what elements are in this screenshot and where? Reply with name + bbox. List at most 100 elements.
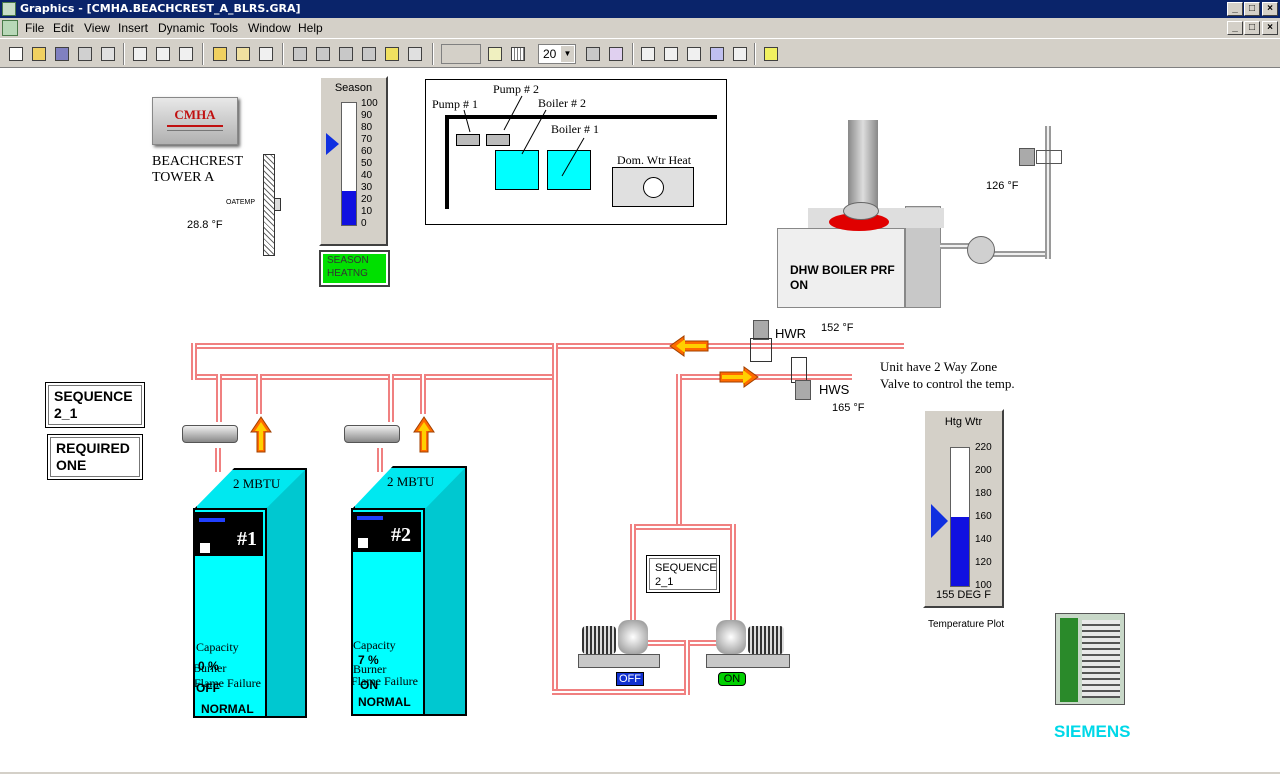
edit-graphic-icon[interactable]: [606, 44, 626, 64]
check-icon[interactable]: [661, 44, 681, 64]
legend-pump1: Pump # 1: [432, 97, 479, 111]
season-tick-label: 80: [361, 122, 373, 133]
controller-board-icon[interactable]: [1055, 613, 1125, 705]
copy-icon[interactable]: [153, 44, 173, 64]
boiler-2-flame[interactable]: NORMAL: [358, 695, 411, 709]
print-icon[interactable]: [98, 44, 118, 64]
paste-icon[interactable]: [176, 44, 196, 64]
pointer-icon[interactable]: [485, 44, 505, 64]
hwr-sensor-well: [750, 338, 772, 362]
menu-insert[interactable]: Insert: [118, 21, 149, 35]
boiler1-valve-icon[interactable]: [182, 425, 238, 443]
menu-help[interactable]: Help: [298, 21, 323, 35]
toolbar-separator: [632, 43, 634, 65]
document-icon[interactable]: [2, 20, 18, 36]
close-button[interactable]: ×: [1262, 2, 1278, 16]
menu-window[interactable]: Window: [248, 21, 291, 35]
dhw-boiler-body[interactable]: DHW BOILER PRF ON: [777, 228, 905, 308]
maximize-button[interactable]: □: [1244, 2, 1260, 16]
menu-view[interactable]: View: [84, 21, 110, 35]
oatemp-value[interactable]: 28.8 °F: [187, 219, 223, 231]
boiler-1-flame[interactable]: NORMAL: [201, 702, 254, 716]
doc-close-button[interactable]: ×: [1262, 21, 1278, 35]
open-graphic-icon[interactable]: [210, 44, 230, 64]
hwr-flow-arrow-icon: [669, 335, 709, 357]
layer4-icon[interactable]: [359, 44, 379, 64]
boiler2-flow-arrow-icon: [413, 416, 435, 453]
sequence-line2: 2_1: [54, 405, 78, 421]
htg-bar-track: [950, 447, 970, 587]
navigate-icon[interactable]: [256, 44, 276, 64]
hws-down-pipe: [676, 374, 682, 527]
home-icon[interactable]: [233, 44, 253, 64]
object-icon[interactable]: [684, 44, 704, 64]
menu-tools[interactable]: Tools: [210, 21, 239, 35]
layer3-icon[interactable]: [336, 44, 356, 64]
chevron-down-icon[interactable]: ▼: [561, 46, 574, 62]
bottom-border: [0, 772, 1280, 774]
htg-tick-label: 140: [975, 534, 992, 545]
save-icon[interactable]: [52, 44, 72, 64]
temperature-plot-link[interactable]: Temperature Plot: [928, 619, 1005, 630]
menu-edit[interactable]: Edit: [53, 21, 74, 35]
boiler-2-rating: 2 MBTU: [387, 474, 435, 489]
menu-dynamic[interactable]: Dynamic: [158, 21, 205, 35]
pump-2-status[interactable]: ON: [718, 672, 746, 686]
component-icon[interactable]: [583, 44, 603, 64]
layer2-icon[interactable]: [313, 44, 333, 64]
list-icon[interactable]: [730, 44, 750, 64]
style-dropdown[interactable]: [441, 44, 481, 64]
season-tick-label: 90: [361, 110, 373, 121]
layer1-icon[interactable]: [290, 44, 310, 64]
align-icon[interactable]: [707, 44, 727, 64]
hws-temp[interactable]: 165 °F: [832, 402, 865, 414]
menu-file[interactable]: File: [25, 21, 45, 35]
doc-minimize-button[interactable]: _: [1227, 21, 1243, 35]
zone-note: Unit have 2 Way Zone Valve to control th…: [880, 358, 1015, 392]
properties-icon[interactable]: [638, 44, 658, 64]
zoom-select[interactable]: 20 ▼: [538, 44, 576, 64]
open-icon[interactable]: [29, 44, 49, 64]
dhw-temp[interactable]: 126 °F: [986, 180, 1019, 192]
legend-panel[interactable]: Pump # 1 Pump # 2 Boiler # 2 Boiler # 1 …: [425, 79, 727, 225]
key-icon[interactable]: [75, 44, 95, 64]
legend-arrows: [463, 95, 585, 177]
boiler2-valve-icon[interactable]: [344, 425, 400, 443]
boiler-1-burner[interactable]: OFF: [196, 681, 220, 695]
season-status[interactable]: SEASON HEATNG: [323, 254, 386, 283]
pump-1[interactable]: [578, 620, 660, 672]
hwr-temp[interactable]: 152 °F: [821, 322, 854, 334]
back-arrow-icon[interactable]: [382, 44, 402, 64]
dhw-pipe: [1045, 126, 1051, 259]
pump-link-pipe: [684, 640, 690, 695]
cut-icon[interactable]: [130, 44, 150, 64]
lightbulb-icon[interactable]: [761, 44, 781, 64]
pump-2[interactable]: [706, 620, 790, 672]
forward-arrow-icon[interactable]: [405, 44, 425, 64]
minimize-button[interactable]: _: [1227, 2, 1243, 16]
grid-icon[interactable]: [508, 44, 528, 64]
legend-arrow-pump1: [463, 109, 471, 133]
boiler-2-burner[interactable]: ON: [360, 678, 378, 692]
boiler2-return-pipe: [377, 448, 383, 472]
new-icon[interactable]: [6, 44, 26, 64]
pump-1-status[interactable]: OFF: [616, 672, 644, 686]
boiler-2-burner-label: Burner: [353, 662, 387, 676]
legend-boiler1: Boiler # 1: [551, 122, 599, 136]
pump-sequence-box[interactable]: SEQUENCE 2_1: [646, 555, 720, 593]
sequence-box[interactable]: SEQUENCE 2_1: [45, 382, 145, 428]
boiler-1[interactable]: 2 MBTU #1 Burner OFF: [193, 466, 309, 720]
required-box[interactable]: REQUIRED ONE: [47, 434, 143, 480]
boiler-2[interactable]: 2 MBTU #2 Burner ON: [351, 464, 469, 718]
boiler-2-capacity[interactable]: 7 %: [358, 653, 379, 667]
pump-2-base: [706, 654, 790, 668]
doc-restore-button[interactable]: □: [1244, 21, 1260, 35]
pump-manifold-pipe: [630, 524, 636, 624]
legend-arrow-pump2: [503, 95, 523, 131]
required-line1: REQUIRED: [56, 440, 130, 456]
boiler-1-capacity[interactable]: 0 %: [198, 659, 219, 673]
hws-main-pipe: [676, 374, 852, 380]
